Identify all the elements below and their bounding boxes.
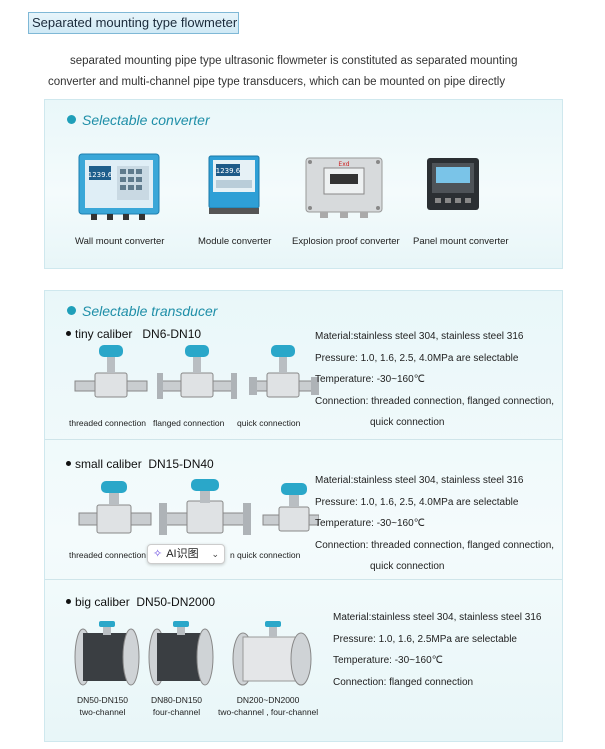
big-caption-large: DN200~DN2000 two-channel , four-channel [218,694,318,718]
big-caption-large-size: DN200~DN2000 [236,695,300,705]
big-large-transducer [232,621,312,686]
tiny-caliber-title-text: tiny caliber DN6-DN10 [75,327,202,341]
transducer-panel: Selectable transducer tiny caliber DN6-D… [44,290,563,742]
tiny-spec-material: Material:stainless steel 304, stainless … [315,331,524,342]
big-caption-four-channel: DN80-DN150 four-channel [151,694,202,718]
small-flanged-transducer [159,479,251,535]
exd-badge-text: Exd [338,161,349,168]
big-two-channel-transducer [74,621,140,686]
big-spec-temperature: Temperature: -30~160℃ [333,655,443,666]
intro-paragraph: separated mounting pipe type ultrasonic … [48,51,548,93]
converter-heading-text: Selectable converter [82,112,210,128]
ai-recognize-button[interactable]: ✧ AI识图 ⌄ [147,544,225,564]
sparkle-icon: ✧ [153,548,163,560]
bullet-icon [67,306,76,315]
tiny-spec-connection-cont: quick connection [370,417,445,428]
tiny-spec-pressure: Pressure: 1.0, 1.6, 2.5, 4.0MPa are sele… [315,352,519,364]
converter-caption-explosion: Explosion proof converter [292,236,400,247]
small-caliber-title-text: small caliber DN15-DN40 [75,457,214,471]
explosion-proof-converter-image: Exd [305,157,383,218]
big-caliber-transducers-image [74,621,312,686]
big-spec-list: Material:stainless steel 304, stainless … [333,607,541,693]
intro-line-1: separated mounting pipe type ultrasonic … [70,55,518,67]
small-spec-temperature: Temperature: -30~160℃ [315,518,425,529]
bullet-icon [66,461,71,466]
module-display-text: 1239.6 [216,167,241,175]
converter-caption-module: Module converter [198,236,272,247]
big-caption-four-channel-type: four-channel [152,707,201,717]
bullet-icon [66,599,71,604]
bullet-icon [66,331,71,336]
small-caliber-title: small caliber DN15-DN40 [66,457,214,471]
small-caliber-transducers-image [78,479,319,535]
wall-display-text: 1239.6 [88,171,113,179]
tiny-spec-connection: Connection: threaded connection, flanged… [315,395,555,407]
converter-caption-panel: Panel mount converter [413,236,509,247]
module-converter-image: 1239.6 [208,155,260,214]
small-caption-threaded: threaded connection [69,550,147,560]
small-spec-connection-cont: quick connection [370,561,445,572]
intro-line-2: converter and multi-channel pipe type tr… [48,76,506,88]
tiny-spec-list: Material:stainless steel 304, stainless … [315,326,554,434]
converter-caption-wall: Wall mount converter [75,236,165,247]
wall-mount-converter-image: 1239.6 [78,153,160,220]
transducer-heading-text: Selectable transducer [82,303,218,319]
small-threaded-transducer [78,481,152,534]
small-caption-flanged-partial: n [230,550,235,560]
big-caliber-title-text: big caliber DN50-DN2000 [75,595,216,609]
tiny-quick-transducer [249,345,319,398]
transducer-heading: Selectable transducer [67,303,217,319]
big-caliber-title: big caliber DN50-DN2000 [66,595,215,609]
small-caption-quick: quick connection [237,550,301,560]
big-caption-two-channel-size: DN50-DN150 [77,695,129,705]
big-caption-four-channel-size: DN80-DN150 [151,695,203,705]
small-spec-pressure: Pressure: 1.0, 1.6, 2.5, 4.0MPa are sele… [315,496,519,508]
divider [45,439,562,440]
converter-heading: Selectable converter [67,112,210,128]
small-spec-connection: Connection: threaded connection, flanged… [315,539,555,551]
big-caption-large-type: two-channel , four-channel [218,707,319,717]
chevron-down-icon: ⌄ [211,549,219,559]
big-spec-material: Material:stainless steel 304, stainless … [333,612,542,623]
page-title: Separated mounting type flowmeter [28,12,239,34]
tiny-caliber-title: tiny caliber DN6-DN10 [66,327,201,341]
tiny-caption-quick: quick connection [237,418,301,428]
big-four-channel-transducer [148,621,214,686]
divider [45,579,562,580]
big-caption-two-channel: DN50-DN150 two-channel [77,694,128,718]
big-spec-pressure: Pressure: 1.0, 1.6, 2.5MPa are selectabl… [333,633,517,645]
tiny-spec-temperature: Temperature: -30~160℃ [315,374,425,385]
big-caption-two-channel-type: two-channel [79,707,126,717]
tiny-flanged-transducer [157,345,237,399]
ai-recognize-label: AI识图 [166,548,199,560]
tiny-caption-flanged: flanged connection [153,418,225,428]
tiny-caption-threaded: threaded connection [69,418,147,428]
tiny-caliber-transducers-image [74,345,319,399]
tiny-threaded-transducer [74,345,148,398]
big-spec-connection: Connection: flanged connection [333,676,474,688]
small-spec-material: Material:stainless steel 304, stainless … [315,475,524,486]
panel-mount-converter-image [427,158,479,210]
bullet-icon [67,115,76,124]
small-spec-list: Material:stainless steel 304, stainless … [315,470,554,578]
converter-panel: Selectable converter 1239.6 1239.6 Exd [44,99,563,269]
small-quick-transducer [262,483,319,532]
